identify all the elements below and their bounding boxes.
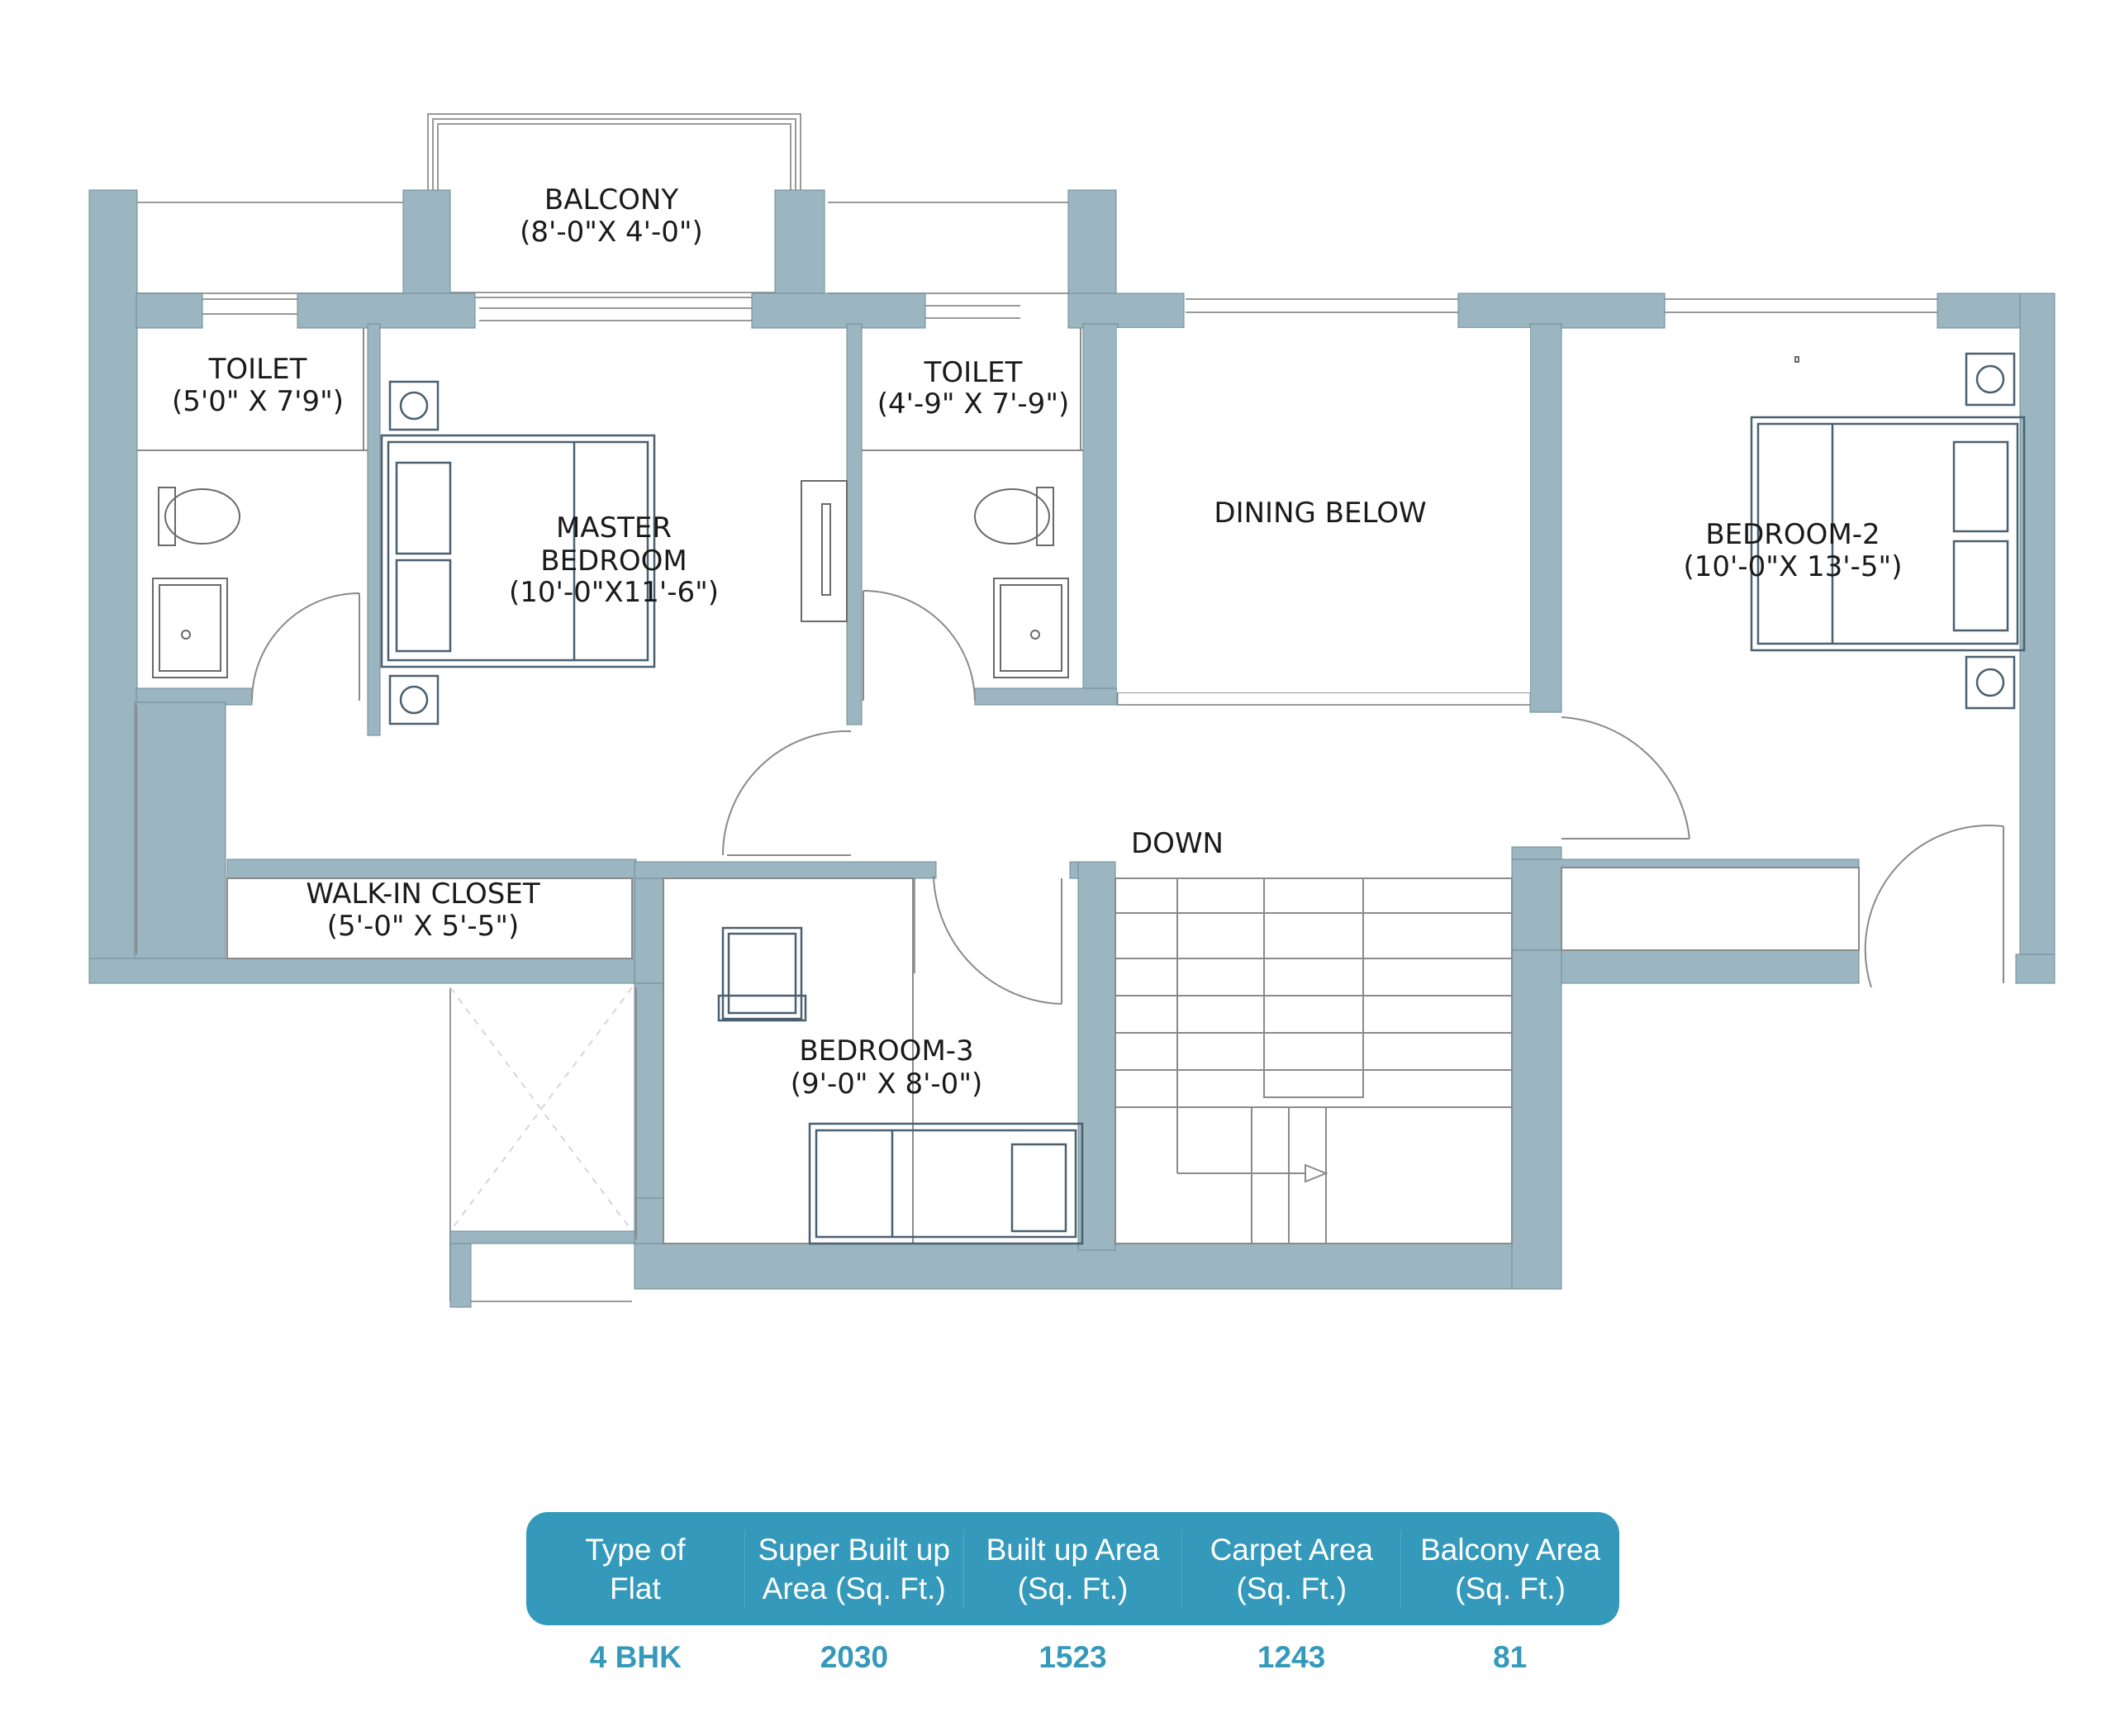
toilet-2-size: (4'-9" X 7'-9") <box>877 388 1069 421</box>
bedroom-2-size: (10'-0"X 13'-5") <box>1684 550 1903 583</box>
header-super-built-up-area: Super Built up Area (Sq. Ft.) <box>744 1529 963 1608</box>
toilet-1-name: TOILET <box>208 353 307 386</box>
bedroom-2-name: BEDROOM-2 <box>1705 518 1880 551</box>
master-bedroom-name-2: BEDROOM <box>540 545 687 578</box>
header-balcony-area: Balcony Area (Sq. Ft.) <box>1400 1529 1619 1608</box>
header-carpet-area: Carpet Area (Sq. Ft.) <box>1181 1529 1400 1608</box>
area-table: Type of Flat Super Built up Area (Sq. Ft… <box>526 1512 1619 1675</box>
bedroom-3-size: (9'-0" X 8'-0") <box>791 1068 982 1101</box>
stairs-down-label: DOWN <box>1131 827 1224 860</box>
master-bedroom-size: (10'-0"X11'-6") <box>509 576 719 609</box>
value-super-built-up-area: 2030 <box>820 1640 889 1674</box>
value-balcony-area: 81 <box>1493 1640 1528 1674</box>
value-type-of-flat: 4 BHK <box>589 1640 682 1674</box>
value-built-up-area: 1523 <box>1038 1640 1107 1674</box>
dining-below-label: DINING BELOW <box>1214 497 1426 530</box>
master-bedroom-name-1: MASTER <box>556 511 672 545</box>
walk-in-closet-name: WALK-IN CLOSET <box>306 878 540 911</box>
floor-plan: BALCONY (8'-0"X 4'-0") TOILET (5'0" X 7'… <box>88 113 2056 1308</box>
toilet-2-name: TOILET <box>924 356 1023 389</box>
balcony-size: (8'-0"X 4'-0") <box>520 216 703 249</box>
walk-in-closet-size: (5'-0" X 5'-5") <box>327 910 519 943</box>
value-carpet-area: 1243 <box>1257 1640 1326 1674</box>
toilet-1-size: (5'0" X 7'9") <box>172 385 344 418</box>
balcony-name: BALCONY <box>544 183 678 216</box>
area-table-row: 4 BHK 2030 1523 1243 81 <box>526 1640 1619 1675</box>
header-built-up-area: Built up Area (Sq. Ft.) <box>962 1529 1182 1608</box>
header-type-of-flat: Type of Flat <box>585 1532 686 1605</box>
area-table-header: Type of Flat Super Built up Area (Sq. Ft… <box>526 1512 1619 1625</box>
bedroom-3-name: BEDROOM-3 <box>799 1034 973 1068</box>
